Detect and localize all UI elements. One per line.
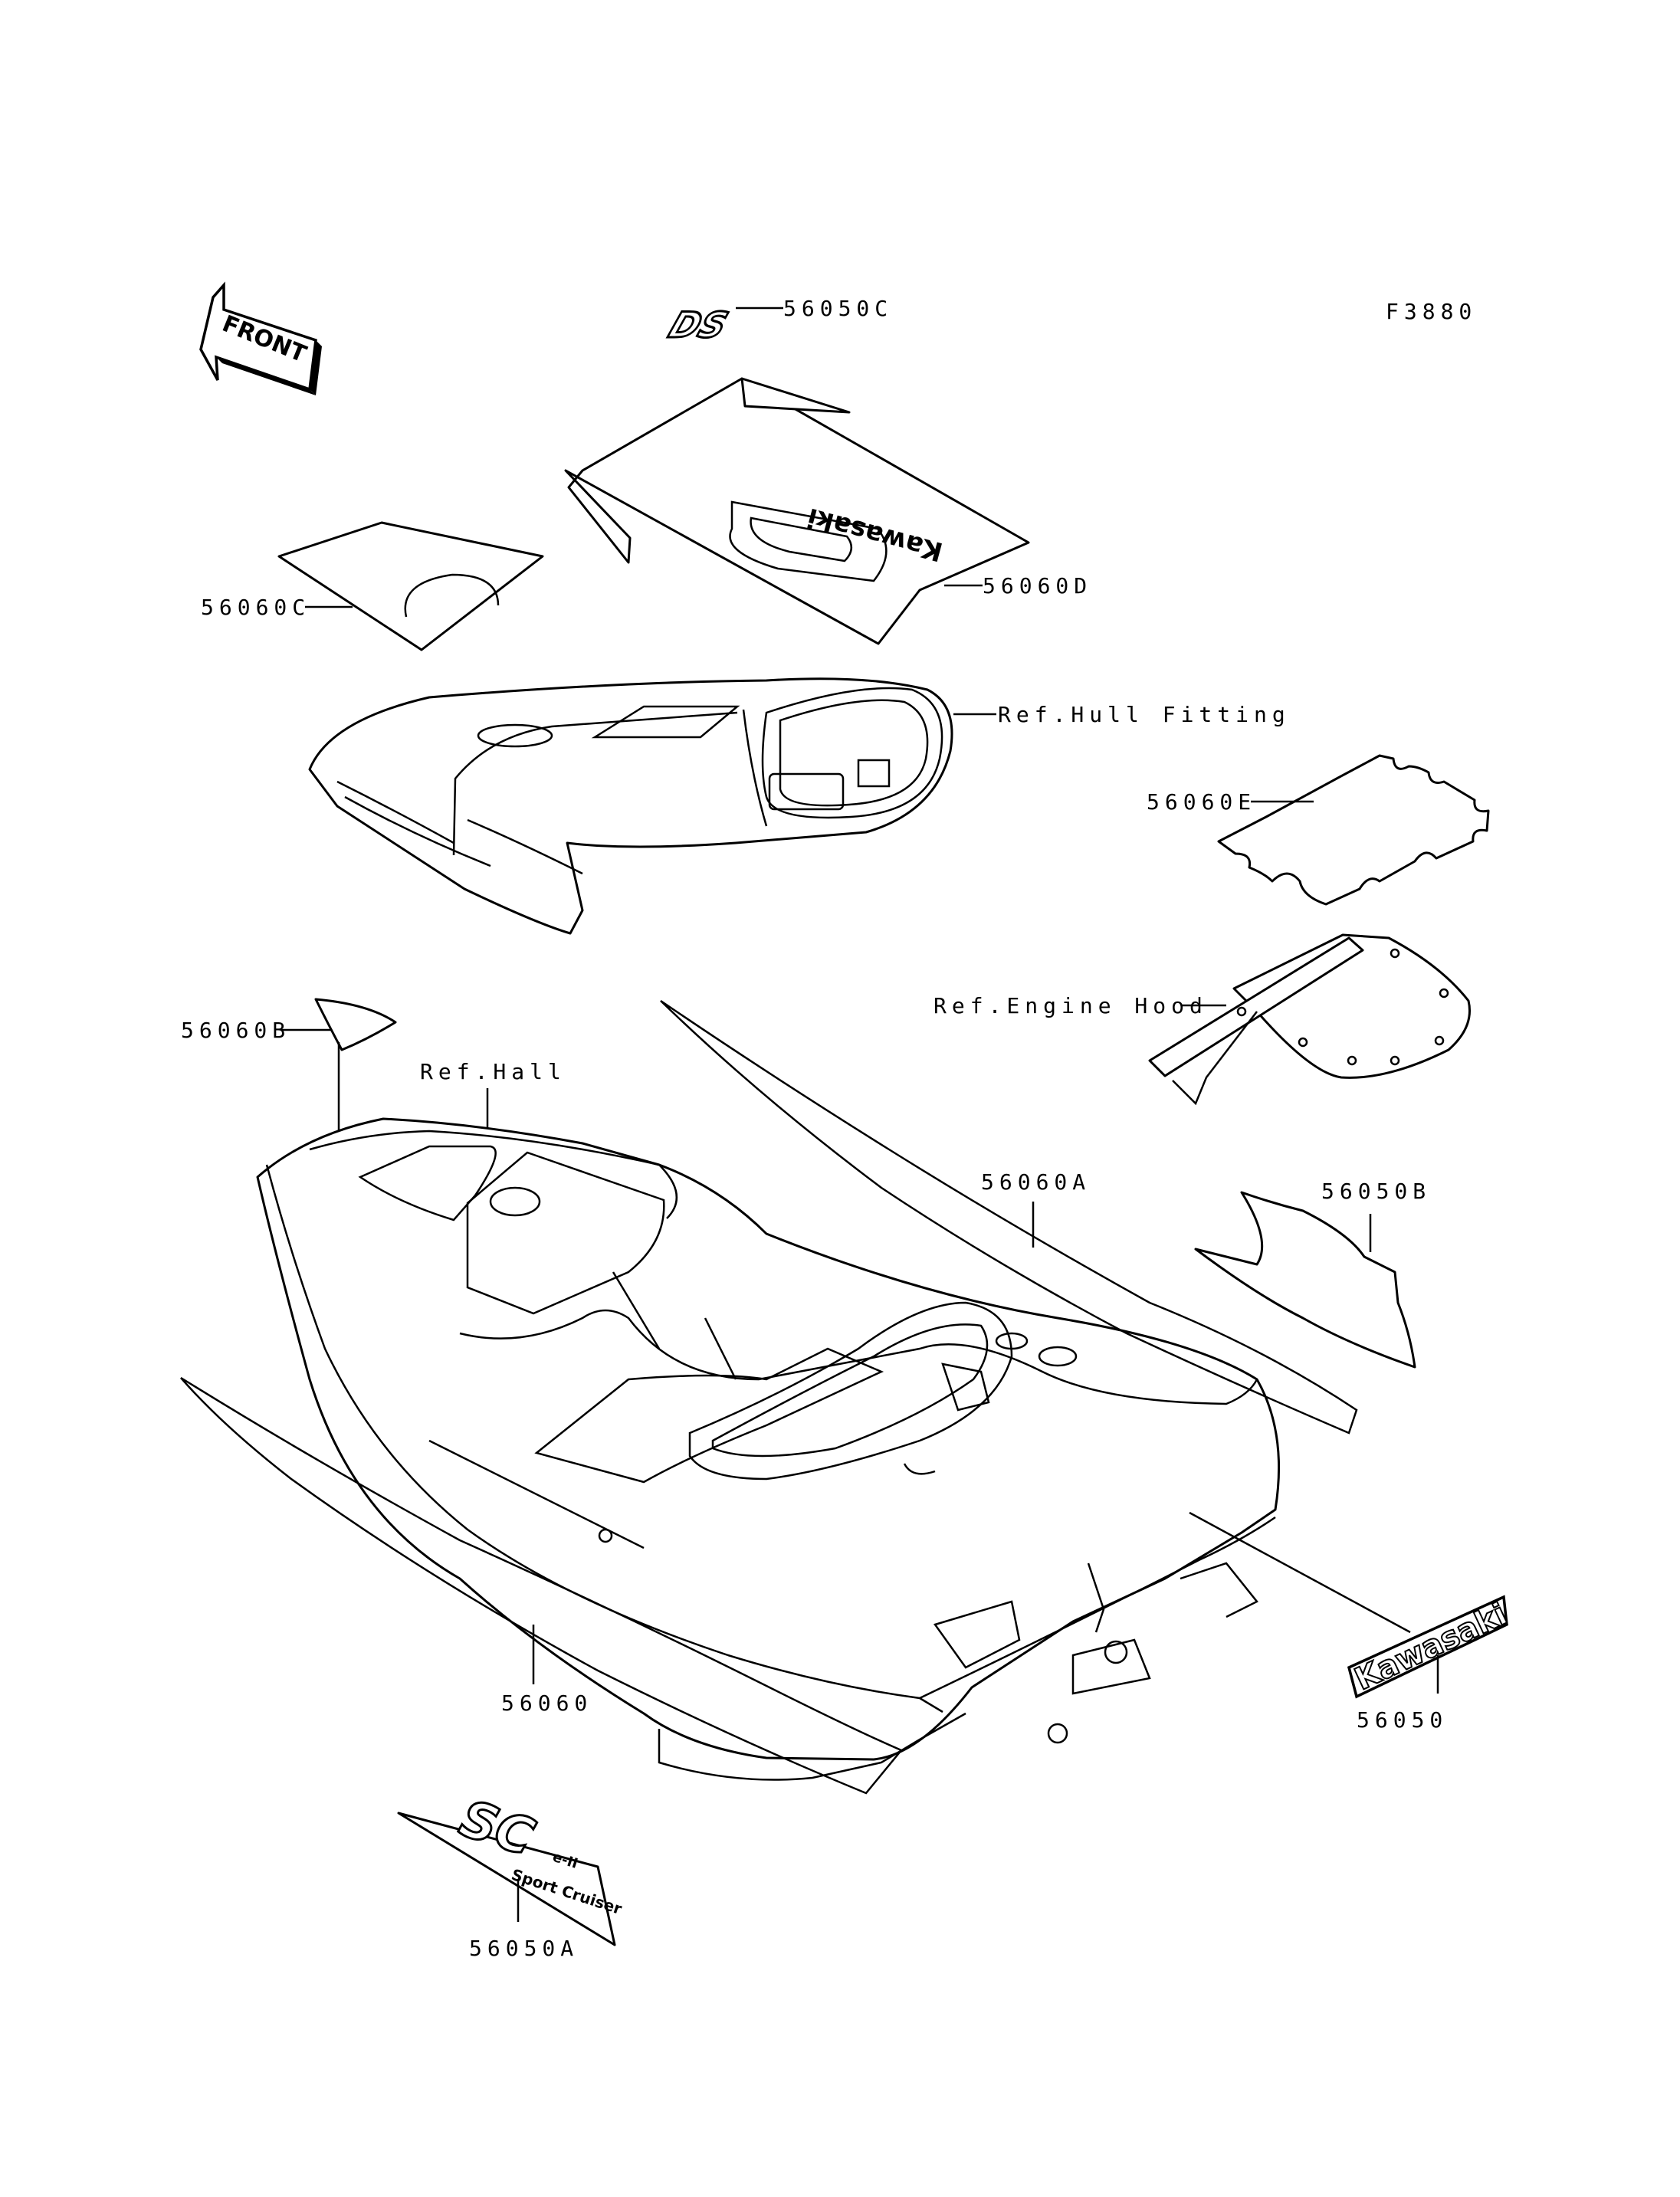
callout-56050B: 56050B xyxy=(1321,1179,1431,1204)
callout-56050: 56050 xyxy=(1357,1707,1448,1733)
stripe-56060 xyxy=(180,1376,904,1795)
callout-56060E: 56060E xyxy=(1147,789,1256,815)
engine-hood xyxy=(1148,933,1471,1106)
callout-56060A: 56060A xyxy=(981,1169,1091,1195)
callout-56050A: 56050A xyxy=(469,1936,579,1961)
decal-56060D: Kawasaki xyxy=(564,377,1030,645)
callout-56050C: 56050C xyxy=(783,296,893,321)
callout-ref-hall: Ref.Hall xyxy=(420,1059,566,1084)
decal-56060B xyxy=(314,998,397,1051)
jet-ski-hull xyxy=(256,1117,1281,1781)
ds-logo-text: DS xyxy=(664,305,733,346)
figure-code: F3880 xyxy=(1386,299,1477,324)
decal-56060C xyxy=(277,521,544,651)
callout-56060: 56060 xyxy=(501,1690,592,1716)
callout-56060B: 56060B xyxy=(181,1018,290,1043)
stripe-56060A xyxy=(660,999,1358,1435)
decal-56050C: DS xyxy=(662,304,734,347)
decal-56060E xyxy=(1217,754,1490,906)
callout-56060C: 56060C xyxy=(201,595,310,620)
decal-56050B xyxy=(1194,1191,1416,1369)
callout-56060D: 56060D xyxy=(983,573,1092,598)
callout-ref-engine-hood: Ref.Engine Hood xyxy=(934,993,1208,1018)
front-arrow-icon: FRONT xyxy=(199,281,322,395)
front-arrow-label: FRONT xyxy=(218,310,310,369)
seat-hull-fitting xyxy=(308,677,953,935)
callout-ref-hull-fitting: Ref.Hull Fitting xyxy=(998,702,1291,727)
decal-56050A: SC e-II Sport Cruiser xyxy=(397,1787,624,1946)
